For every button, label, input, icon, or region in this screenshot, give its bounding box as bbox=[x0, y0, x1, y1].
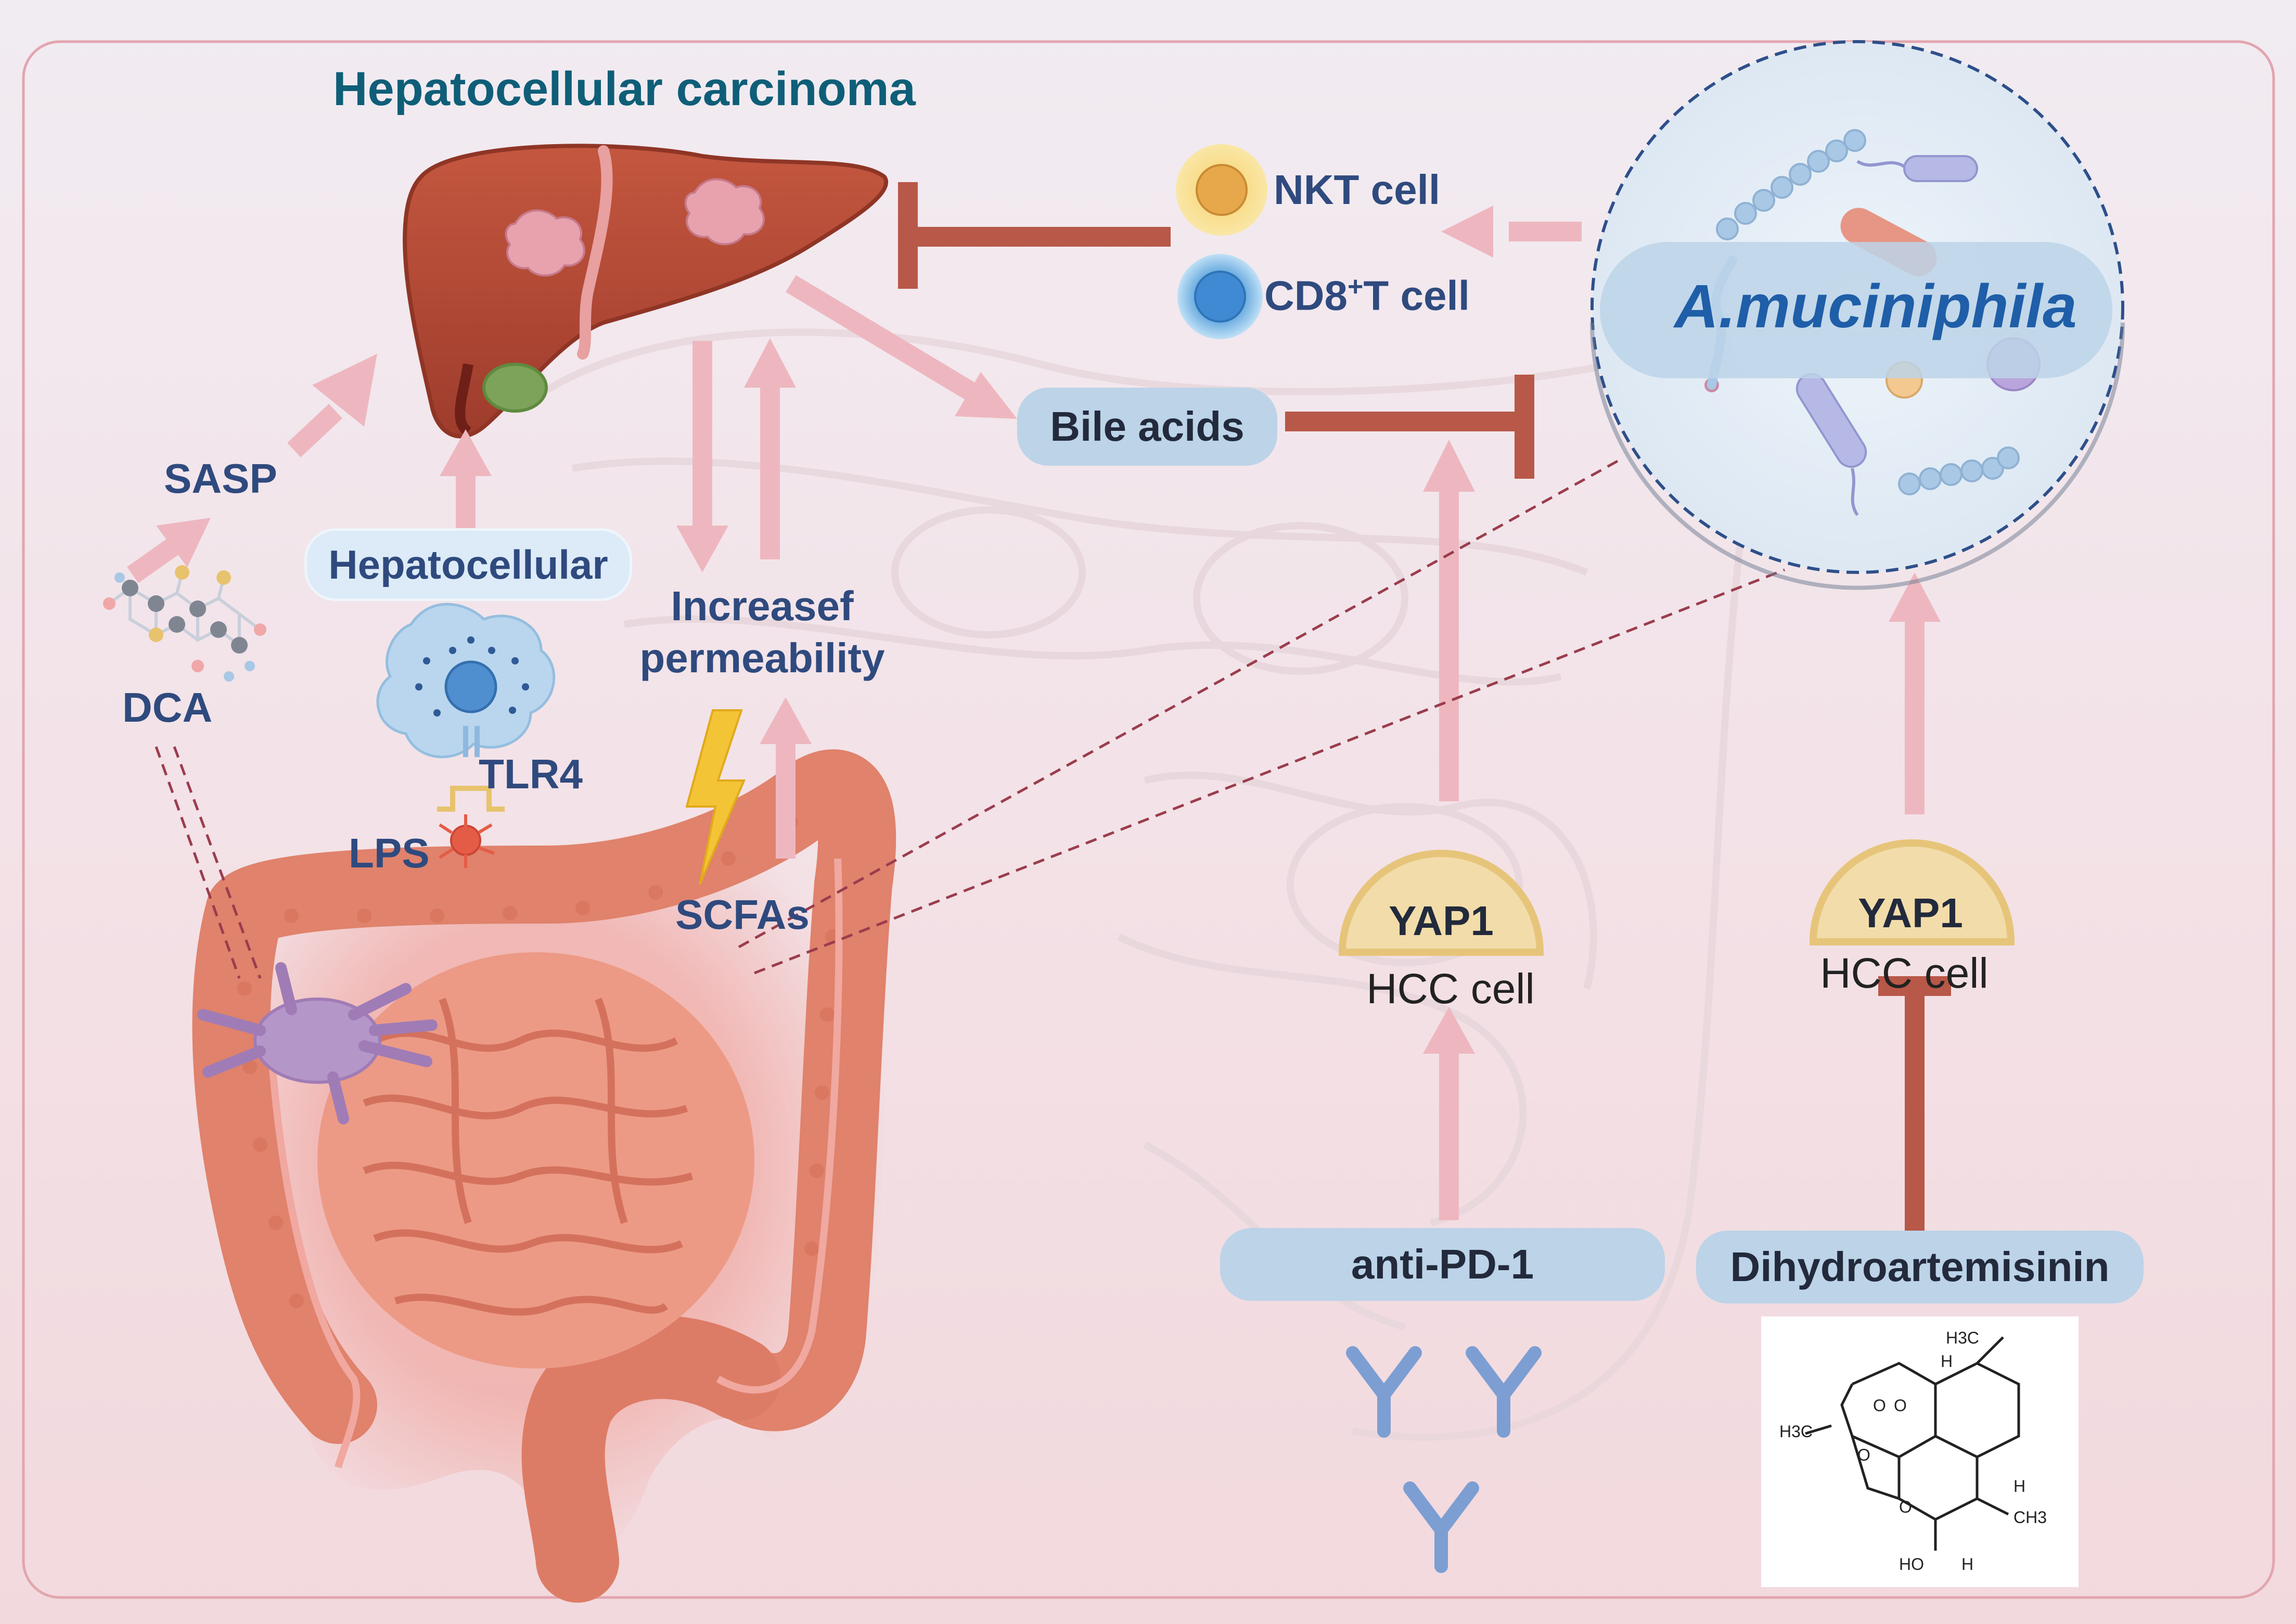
figure-border bbox=[22, 40, 2275, 1599]
mol-h-1: H bbox=[1941, 1352, 1953, 1371]
mol-h-3: H bbox=[1961, 1555, 1974, 1574]
yap1-right-label: YAP1 bbox=[1858, 890, 1963, 936]
scfas-label: SCFAs bbox=[675, 891, 810, 938]
bile-acids-label: Bile acids bbox=[1050, 403, 1245, 450]
dca-label: DCA bbox=[122, 684, 213, 731]
dihydroartemisinin-structure bbox=[1761, 1316, 2079, 1587]
anti-pd1-pill: anti-PD-1 bbox=[1220, 1228, 1665, 1301]
mol-o-3: O bbox=[1857, 1446, 1870, 1464]
hcc-cell-right-label: HCC cell bbox=[1820, 950, 1989, 997]
lps-label: LPS bbox=[349, 830, 430, 876]
mol-h3c-top: H3C bbox=[1946, 1328, 1980, 1347]
mol-ho: HO bbox=[1899, 1555, 1924, 1574]
bacteria-bubble bbox=[1590, 40, 2125, 590]
hcc-cell-right bbox=[1809, 839, 2015, 945]
mol-ch3-right: CH3 bbox=[2013, 1508, 2047, 1527]
intestine bbox=[183, 749, 896, 1603]
mol-h3c-left: H3C bbox=[1779, 1422, 1813, 1441]
mol-h-2: H bbox=[2013, 1477, 2026, 1495]
mol-o-4: O bbox=[1899, 1498, 1912, 1516]
bacteria-label: A.muciniphila bbox=[1674, 272, 2077, 341]
nkt-cell-label: NKT cell bbox=[1274, 167, 1441, 213]
inhibition-bars bbox=[898, 182, 1951, 1233]
antibody-icons bbox=[1346, 1346, 1542, 1573]
dashed-connectors bbox=[155, 456, 1785, 979]
intestinal-tumour bbox=[197, 962, 438, 1124]
mol-o-1: O bbox=[1873, 1396, 1886, 1415]
nkt-cell bbox=[1176, 144, 1267, 236]
bacteria-label-pill bbox=[1600, 242, 2112, 378]
diagram-title: Hepatocellular carcinoma bbox=[333, 62, 916, 116]
dca-molecule bbox=[103, 565, 266, 682]
dihydroartemisinin-label: Dihydroartemisinin bbox=[1730, 1244, 2110, 1290]
hepatocellular-pill: Hepatocellular bbox=[304, 528, 632, 601]
hepatocyte-cell bbox=[376, 603, 556, 868]
cd8-t-cell bbox=[1177, 254, 1263, 339]
sasp-label: SASP bbox=[164, 455, 277, 502]
hcc-cell-left-label: HCC cell bbox=[1366, 965, 1535, 1013]
permeability-line2: permeability bbox=[639, 635, 885, 681]
liver-illustration bbox=[403, 144, 888, 439]
hepatocellular-label: Hepatocellular bbox=[328, 542, 608, 587]
tumour-nodule-right bbox=[684, 178, 765, 246]
activation-arrowheads bbox=[156, 206, 1941, 1054]
anti-pd1-label: anti-PD-1 bbox=[1351, 1241, 1534, 1287]
permeability-line1: Increasef bbox=[671, 583, 854, 629]
lps-molecule bbox=[450, 825, 481, 856]
tlr4-label: TLR4 bbox=[479, 751, 583, 797]
bile-acids-pill: Bile acids bbox=[1017, 388, 1277, 466]
tumour-nodule-left bbox=[505, 209, 586, 277]
lightning-icon bbox=[685, 709, 746, 885]
cd8-t-cell-label: CD8+T cell bbox=[1264, 272, 1470, 319]
dihydroartemisinin-pill: Dihydroartemisinin bbox=[1696, 1231, 2144, 1303]
mol-o-2: O bbox=[1894, 1396, 1907, 1415]
hcc-cell-left bbox=[1338, 850, 1544, 956]
yap1-left-label: YAP1 bbox=[1389, 898, 1494, 944]
activation-arrows bbox=[127, 222, 1925, 1220]
